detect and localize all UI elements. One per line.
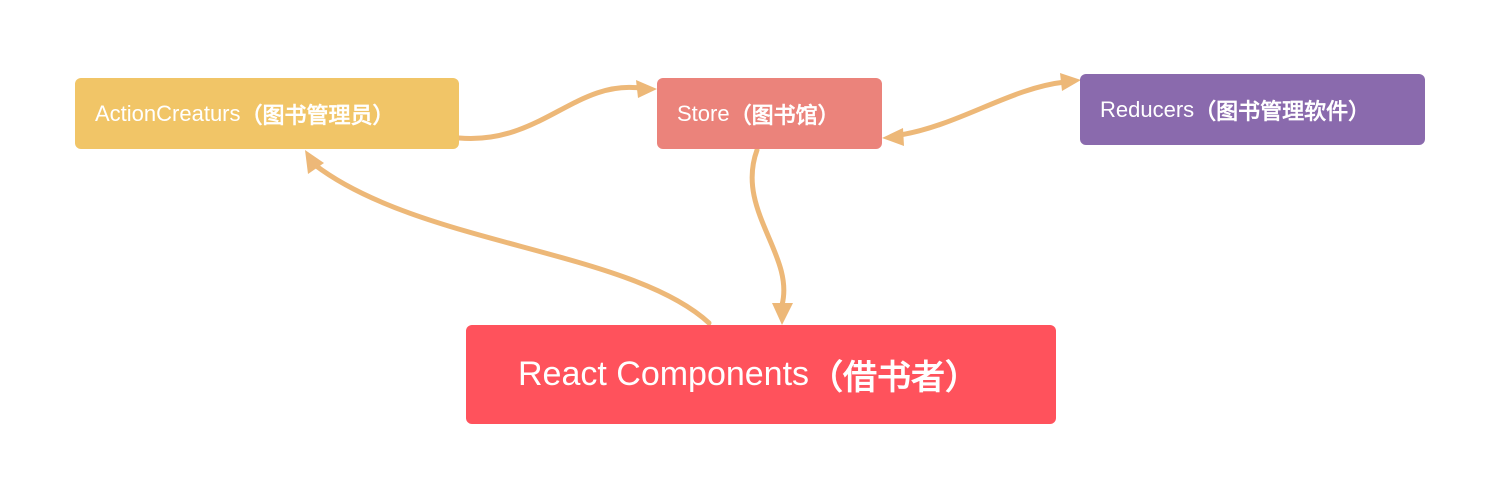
arrowhead-react-from-store bbox=[772, 303, 793, 325]
node-store: Store（图书馆） bbox=[657, 78, 882, 149]
arrowhead-action-from-react bbox=[305, 150, 324, 174]
arrowhead-reducers-end bbox=[1060, 73, 1081, 91]
node-react-components-name: React Components bbox=[518, 355, 810, 393]
edge-store-to-react bbox=[749, 147, 787, 308]
node-action-creators-name: ActionCreaturs bbox=[95, 100, 241, 126]
node-action-creators-note: （图书管理员） bbox=[240, 103, 395, 129]
arrowhead-store-from-action bbox=[636, 80, 657, 98]
node-react-components: React Components（借书者） bbox=[466, 325, 1056, 424]
node-reducers-note: （图书管理软件） bbox=[1194, 99, 1371, 125]
edge-action-to-store bbox=[456, 84, 643, 141]
node-react-components-note: （借书者） bbox=[809, 358, 980, 398]
node-store-name: Store bbox=[677, 100, 730, 126]
edge-react-to-action bbox=[312, 162, 712, 326]
node-action-creators: ActionCreaturs（图书管理员） bbox=[75, 78, 459, 149]
arrowhead-store-end bbox=[882, 128, 904, 146]
node-store-note: （图书馆） bbox=[729, 103, 840, 129]
node-reducers: Reducers（图书管理软件） bbox=[1080, 74, 1425, 145]
node-reducers-name: Reducers bbox=[1100, 96, 1195, 122]
edge-store-reducers bbox=[897, 79, 1068, 138]
